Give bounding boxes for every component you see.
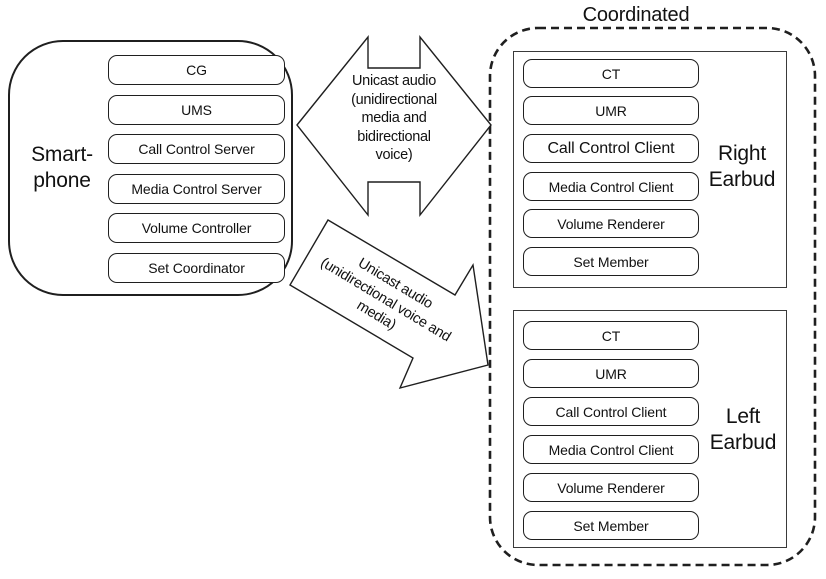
component-box-umr: UMR [523, 359, 699, 388]
right-earbud-panel [513, 51, 787, 288]
bidirectional-arrow-label: Unicast audio (unidirectional media and … [351, 73, 437, 164]
bidirectional-arrow [296, 35, 492, 218]
component-box-ct: CT [523, 59, 699, 88]
component-box-call-control-client: Call Control Client [523, 397, 699, 426]
component-box-set-member: Set Member [523, 511, 699, 540]
component-box-set-coordinator: Set Coordinator [108, 253, 285, 283]
component-box-call-control-client: Call Control Client [523, 134, 699, 163]
component-box-media-control-client: Media Control Client [523, 172, 699, 201]
component-box-ct: CT [523, 321, 699, 350]
component-box-cg: CG [108, 55, 285, 85]
left-earbud-label: Left Earbud [709, 405, 777, 454]
component-box-ums: UMS [108, 95, 285, 125]
right-earbud-label: Right Earbud [708, 142, 776, 191]
component-box-umr: UMR [523, 96, 699, 125]
component-box-call-control-server: Call Control Server [108, 134, 285, 164]
component-box-volume-renderer: Volume Renderer [523, 209, 699, 238]
component-box-media-control-server: Media Control Server [108, 174, 285, 204]
unidirectional-arrow [289, 219, 489, 390]
coordinated-set-outline [488, 26, 817, 567]
smartphone-panel [8, 40, 293, 296]
component-box-set-member: Set Member [523, 247, 699, 276]
component-box-volume-controller: Volume Controller [108, 213, 285, 243]
coordinated-set-title: Coordinated [582, 4, 690, 26]
component-box-media-control-client: Media Control Client [523, 435, 699, 464]
component-box-volume-renderer: Volume Renderer [523, 473, 699, 502]
left-earbud-panel [513, 310, 787, 548]
smartphone-label: Smart- phone [31, 143, 93, 192]
